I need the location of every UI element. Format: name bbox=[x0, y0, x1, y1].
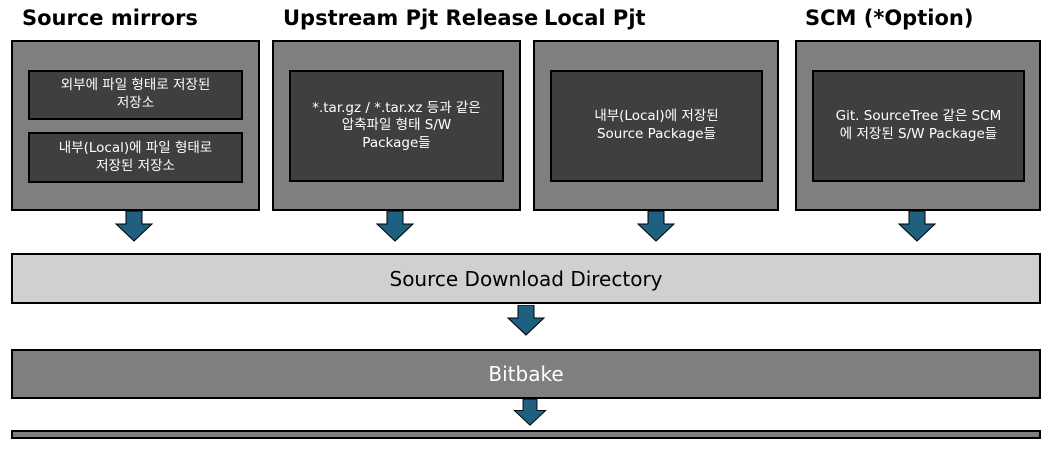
source-download-directory-bar: Source Download Directory bbox=[11, 253, 1041, 304]
upstream-release-title: Upstream Pjt Release bbox=[283, 6, 539, 30]
source-mirrors-box: 외부에 파일 형태로 저장된 저장소 내부(Local)에 파일 형태로 저장된… bbox=[11, 40, 260, 211]
external-mirror-box: 외부에 파일 형태로 저장된 저장소 bbox=[28, 70, 243, 120]
next-stage-bar bbox=[11, 430, 1041, 439]
local-pjt-box: 내부(Local)에 저장된 Source Package들 bbox=[533, 40, 779, 211]
down-arrow-icon bbox=[506, 305, 546, 336]
down-arrow-icon bbox=[636, 211, 676, 242]
down-arrow-icon bbox=[897, 211, 937, 242]
down-arrow-icon bbox=[513, 399, 547, 426]
down-arrow-icon bbox=[375, 211, 415, 242]
bitbake-bar: Bitbake bbox=[11, 349, 1041, 399]
internal-mirror-box: 내부(Local)에 파일 형태로 저장된 저장소 bbox=[28, 132, 243, 183]
down-arrow-icon bbox=[114, 211, 154, 242]
source-download-directory-label: Source Download Directory bbox=[389, 266, 663, 291]
source-mirrors-title: Source mirrors bbox=[22, 6, 198, 30]
upstream-release-box: *.tar.gz / *.tar.xz 등과 같은 압축파일 형태 S/W Pa… bbox=[272, 40, 521, 211]
local-pjt-title: Local Pjt bbox=[544, 6, 646, 30]
upstream-release-desc: *.tar.gz / *.tar.xz 등과 같은 압축파일 형태 S/W Pa… bbox=[289, 70, 504, 182]
bitbake-label: Bitbake bbox=[488, 362, 564, 386]
scm-title: SCM (*Option) bbox=[805, 6, 974, 30]
scm-box: Git. SourceTree 같은 SCM 에 저장된 S/W Package… bbox=[795, 40, 1041, 211]
local-pjt-desc: 내부(Local)에 저장된 Source Package들 bbox=[550, 70, 763, 182]
scm-desc: Git. SourceTree 같은 SCM 에 저장된 S/W Package… bbox=[812, 70, 1025, 182]
